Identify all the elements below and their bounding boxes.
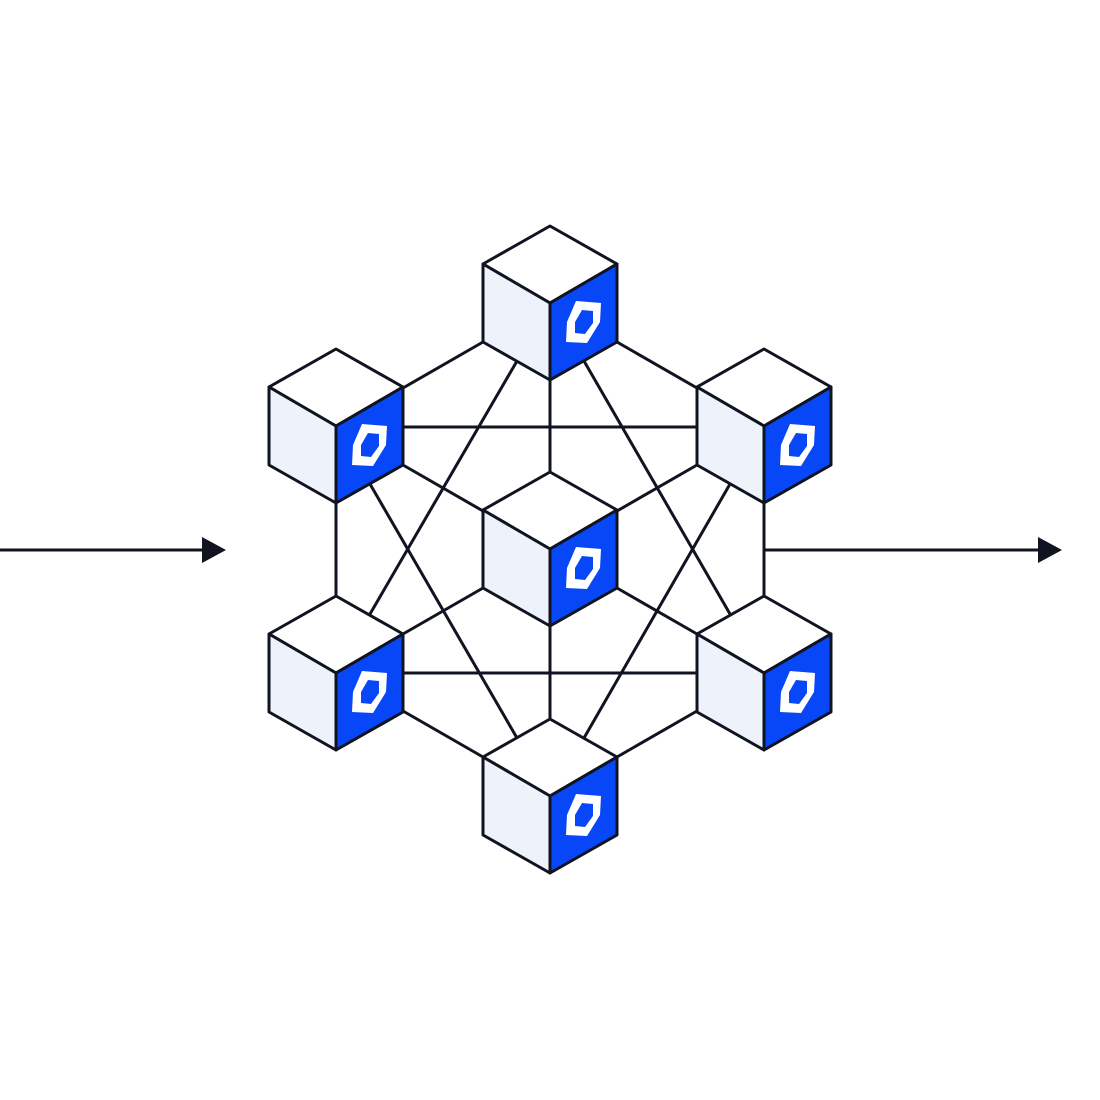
chainlink-hexagon-icon <box>566 547 601 589</box>
connection-line <box>402 709 484 759</box>
chainlink-hexagon-icon <box>566 794 601 836</box>
arrowhead-icon <box>1038 537 1062 563</box>
connections <box>334 340 766 759</box>
cube-node-upper-left <box>267 347 405 505</box>
cubes <box>267 224 833 875</box>
output-arrow <box>764 537 1062 563</box>
cube-node-top <box>481 224 619 382</box>
chainlink-hexagon-icon <box>780 671 815 713</box>
arrowhead-icon <box>202 537 226 563</box>
arrows <box>0 537 1062 563</box>
cube-right-face <box>548 508 619 628</box>
connection-line <box>616 709 698 759</box>
cube-right-face <box>548 755 619 875</box>
cube-right-face <box>548 262 619 382</box>
connection-line <box>616 340 698 390</box>
chainlink-hexagon-icon <box>780 424 815 466</box>
chainlink-hexagon-icon <box>352 424 387 466</box>
cube-node-lower-left <box>267 594 405 752</box>
chainlink-hexagon-icon <box>566 301 601 343</box>
connection-line <box>402 463 484 513</box>
cube-right-face <box>334 632 405 752</box>
input-arrow <box>0 537 226 563</box>
cube-node-bottom <box>481 717 619 875</box>
cube-node-lower-right <box>695 594 833 752</box>
cube-right-face <box>762 385 833 505</box>
connection-line <box>402 586 484 636</box>
cube-right-face <box>334 385 405 505</box>
cube-node-center <box>481 470 619 628</box>
connection-line <box>402 340 484 390</box>
connection-line <box>616 586 698 636</box>
chainlink-hexagon-icon <box>352 671 387 713</box>
cube-node-upper-right <box>695 347 833 505</box>
cube-right-face <box>762 632 833 752</box>
connection-line <box>616 463 698 513</box>
